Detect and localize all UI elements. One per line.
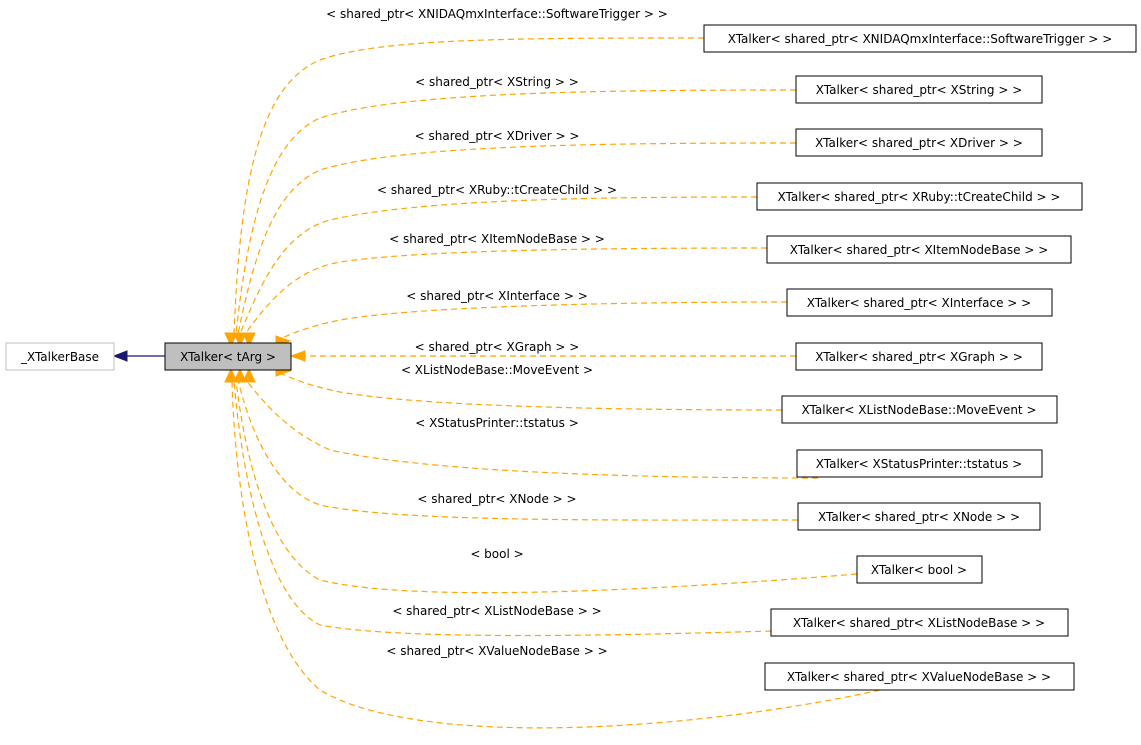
arrowhead-top-left: [224, 332, 238, 348]
edge-label-moveevent: < XListNodeBase::MoveEvent >: [401, 363, 593, 377]
node-label-moveevent: XTalker< XListNodeBase::MoveEvent >: [802, 403, 1037, 417]
node-label-xdriver: XTalker< shared_ptr< XDriver > >: [815, 136, 1023, 150]
edge-label-xgraph: < shared_ptr< XGraph > >: [415, 340, 580, 354]
edge-xlistnodebase: [233, 379, 772, 637]
edge-xvaluenodebase: [231, 379, 881, 729]
node-bool[interactable]: XTalker< bool >: [856, 555, 983, 584]
node-tstatus[interactable]: XTalker< XStatusPrinter::tstatus >: [796, 449, 1043, 478]
edge-softwaretrigger: [233, 37, 705, 335]
arrowhead-bottom-right: [242, 367, 256, 383]
edge-labels: < shared_ptr< XNIDAQmxInterface::Softwar…: [326, 7, 668, 658]
node-label-xgraph: XTalker< shared_ptr< XGraph > >: [815, 350, 1023, 364]
node-xlistnodebase[interactable]: XTalker< shared_ptr< XListNodeBase > >: [770, 608, 1069, 637]
edge-label-xinterface: < shared_ptr< XInterface > >: [406, 289, 588, 303]
arrowhead-top-mid: [233, 332, 247, 348]
node-moveevent[interactable]: XTalker< XListNodeBase::MoveEvent >: [781, 395, 1058, 424]
node-xvaluenodebase[interactable]: XTalker< shared_ptr< XValueNodeBase > >: [764, 662, 1075, 691]
node-label-softwaretrigger: XTalker< shared_ptr< XNIDAQmxInterface::…: [728, 32, 1113, 46]
node-label-xlistnodebase: XTalker< shared_ptr< XListNodeBase > >: [793, 616, 1045, 630]
base-class-label: _XTalkerBase: [20, 350, 99, 364]
arrowhead-right-middle: [289, 350, 306, 362]
edge-xitemnodebase: [244, 247, 768, 335]
node-xstring[interactable]: XTalker< shared_ptr< XString > >: [795, 75, 1043, 104]
edge-label-softwaretrigger: < shared_ptr< XNIDAQmxInterface::Softwar…: [326, 7, 668, 21]
edge-moveevent: [277, 371, 783, 411]
node-label-xnode: XTalker< shared_ptr< XNode > >: [818, 510, 1020, 524]
node-label-xruby: XTalker< shared_ptr< XRuby::tCreateChild…: [778, 190, 1061, 204]
edge-label-xruby: < shared_ptr< XRuby::tCreateChild > >: [377, 183, 617, 197]
node-xitemnodebase[interactable]: XTalker< shared_ptr< XItemNodeBase > >: [766, 235, 1072, 264]
edge-xnode: [237, 379, 799, 521]
node-label-tstatus: XTalker< XStatusPrinter::tstatus >: [816, 457, 1022, 471]
edge-xruby: [239, 196, 758, 335]
edge-label-xdriver: < shared_ptr< XDriver > >: [415, 129, 580, 143]
node-softwaretrigger[interactable]: XTalker< shared_ptr< XNIDAQmxInterface::…: [703, 24, 1137, 53]
edge-xinterface: [277, 301, 788, 341]
node-label-bool: XTalker< bool >: [871, 563, 967, 577]
edge-label-xnode: < shared_ptr< XNode > >: [417, 492, 576, 506]
edge-label-xlistnodebase: < shared_ptr< XListNodeBase > >: [392, 604, 601, 618]
node-label-xinterface: XTalker< shared_ptr< XInterface > >: [807, 296, 1031, 310]
node-base-class[interactable]: _XTalkerBase: [5, 342, 115, 371]
node-label-xstring: XTalker< shared_ptr< XString > >: [816, 83, 1023, 97]
edge-tstatus: [245, 379, 819, 479]
node-xruby[interactable]: XTalker< shared_ptr< XRuby::tCreateChild…: [756, 182, 1083, 211]
arrowhead-bottom-left: [224, 367, 238, 383]
edge-label-tstatus: < XStatusPrinter::tstatus >: [415, 416, 579, 430]
node-xinterface[interactable]: XTalker< shared_ptr< XInterface > >: [786, 288, 1053, 317]
arrowhead-bottom-mid: [233, 367, 247, 383]
inheritance-arrowhead: [112, 350, 128, 362]
arrowhead-top-right: [242, 332, 256, 348]
node-label-xitemnodebase: XTalker< shared_ptr< XItemNodeBase > >: [790, 243, 1049, 257]
edge-xstring: [235, 89, 797, 335]
edge-bool: [235, 379, 858, 594]
edge-label-xstring: < shared_ptr< XString > >: [415, 75, 579, 89]
edge-label-xvaluenodebase: < shared_ptr< XValueNodeBase > >: [386, 644, 607, 658]
focus-class-label: XTalker< tArg >: [180, 350, 276, 364]
node-xgraph[interactable]: XTalker< shared_ptr< XGraph > >: [795, 342, 1043, 371]
instantiation-edges: [231, 37, 881, 729]
edge-label-bool: < bool >: [470, 547, 523, 561]
node-xnode[interactable]: XTalker< shared_ptr< XNode > >: [797, 502, 1041, 531]
edge-label-xitemnodebase: < shared_ptr< XItemNodeBase > >: [389, 232, 605, 246]
instantiation-arrowheads: [224, 332, 306, 383]
node-label-xvaluenodebase: XTalker< shared_ptr< XValueNodeBase > >: [787, 670, 1051, 684]
edge-xdriver: [237, 142, 797, 335]
node-focus-class[interactable]: XTalker< tArg >: [164, 342, 292, 371]
node-xdriver[interactable]: XTalker< shared_ptr< XDriver > >: [795, 128, 1043, 157]
